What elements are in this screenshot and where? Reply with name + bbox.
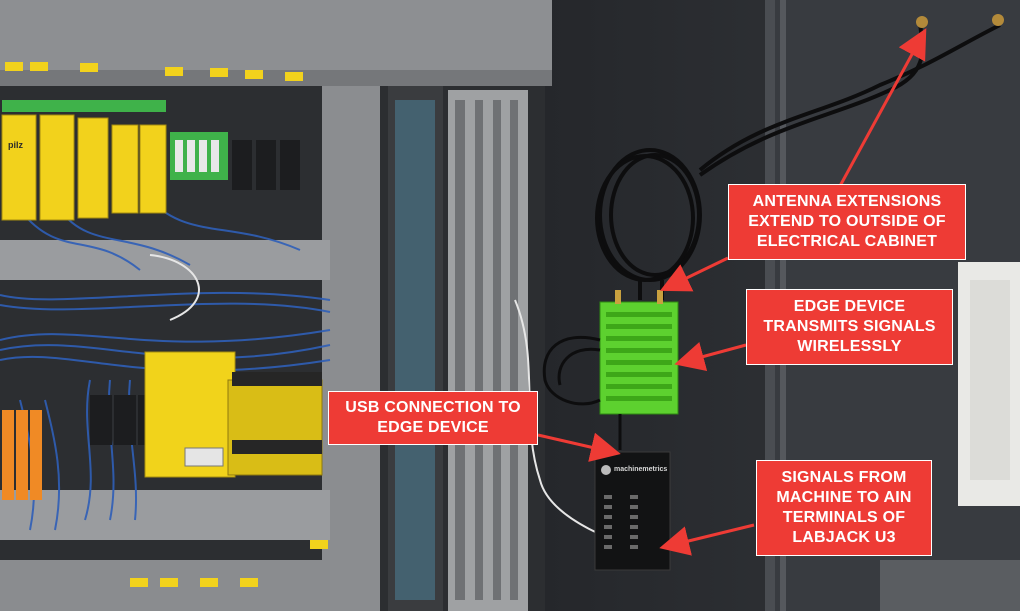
callout-line: WIRELESSLY — [797, 338, 902, 355]
callout-line: USB CONNECTION TO — [345, 399, 521, 416]
antenna-connector-left — [916, 16, 928, 28]
callout-usb-connection: USB CONNECTION TO EDGE DEVICE — [328, 391, 538, 445]
pilz-brand-label: pilz — [8, 140, 23, 150]
callout-arrows — [537, 28, 927, 556]
callout-line: TRANSMITS SIGNALS — [763, 318, 936, 335]
callout-line: TERMINALS OF — [782, 509, 906, 526]
callout-line: ANTENNA EXTENSIONS — [752, 193, 942, 210]
callout-line: MACHINE TO AIN — [776, 489, 912, 506]
callout-line: EDGE DEVICE — [377, 419, 489, 436]
callout-line: ELECTRICAL CABINET — [756, 233, 938, 250]
pilz-relays — [1, 114, 167, 221]
callout-line: EDGE DEVICE — [793, 298, 906, 315]
callout-line: LABJACK U3 — [792, 529, 896, 546]
callout-edge-device: EDGE DEVICE TRANSMITS SIGNALS WIRELESSLY — [746, 289, 953, 365]
vertical-duct-1 — [322, 86, 380, 611]
callout-antenna-extensions: ANTENNA EXTENSIONS EXTEND TO OUTSIDE OF … — [728, 184, 966, 260]
labjack-brand-label: machinemetrics — [614, 466, 668, 473]
callout-signals-from-machine: SIGNALS FROM MACHINE TO AIN TERMINALS OF… — [756, 460, 932, 556]
callout-line: EXTEND TO OUTSIDE OF — [748, 213, 946, 230]
edge-device-shape — [599, 290, 679, 415]
callout-line: SIGNALS FROM — [781, 469, 907, 486]
antenna-connector-right — [992, 14, 1004, 26]
